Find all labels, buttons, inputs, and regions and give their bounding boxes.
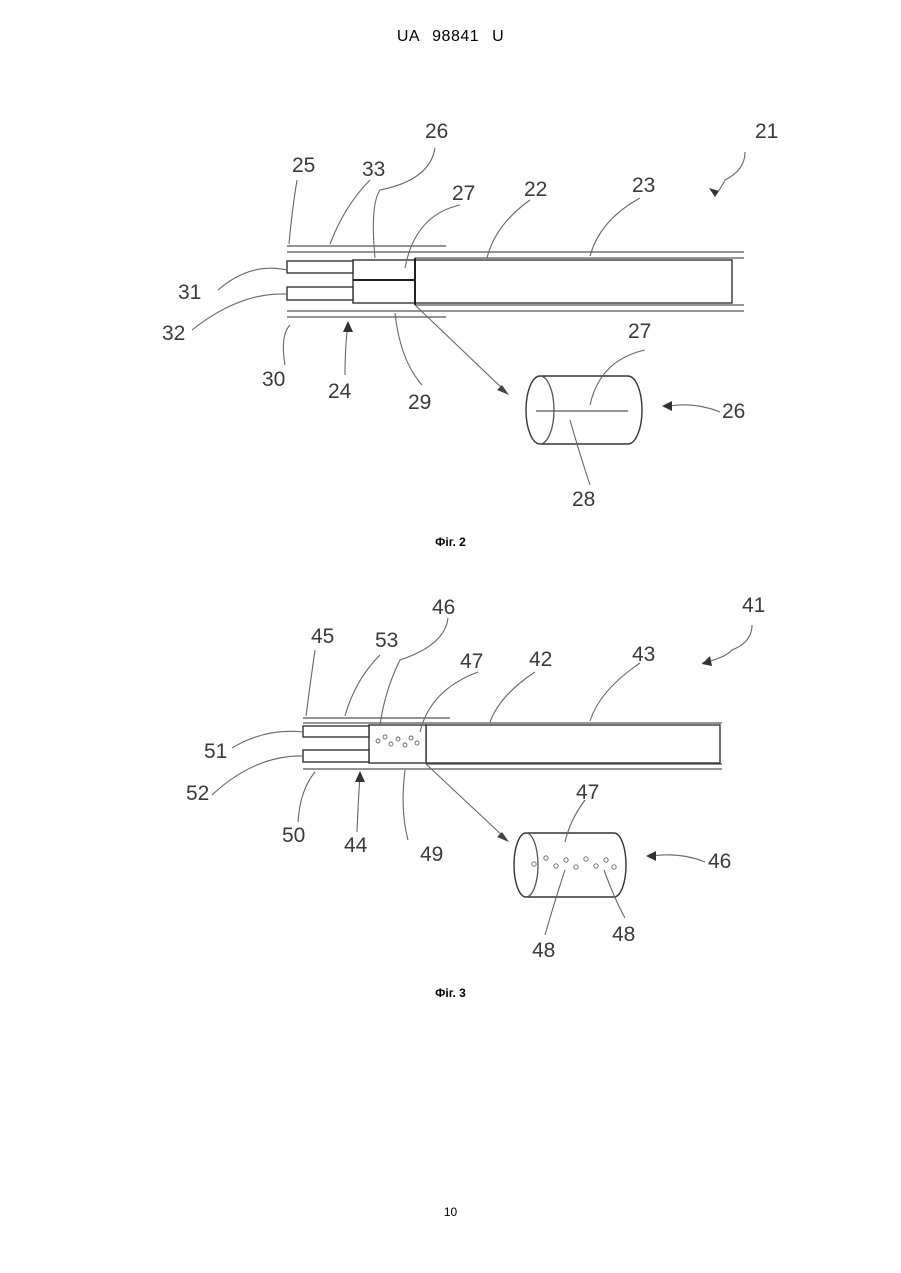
- label-30: 30: [262, 368, 285, 391]
- label-25: 25: [292, 154, 315, 177]
- detail-label-47: 47: [576, 781, 599, 804]
- label-21: 21: [755, 120, 778, 143]
- label-32: 32: [162, 322, 185, 345]
- label-27: 27: [452, 182, 475, 205]
- label-22: 22: [524, 178, 547, 201]
- figure-3-drawing: 41 46 45 53 47 42 43 51 52 50 44 49 47 4…: [0, 585, 901, 980]
- label-23: 23: [632, 174, 655, 197]
- tube-52: [303, 750, 369, 762]
- label-53: 53: [375, 629, 398, 652]
- filter-segment-46: [369, 725, 426, 763]
- tube-31: [287, 261, 353, 273]
- detail-label-27: 27: [628, 320, 651, 343]
- tobacco-rod: [415, 260, 732, 303]
- tube-51: [303, 726, 369, 737]
- label-26: 26: [425, 120, 448, 143]
- figure-2-drawing: 21 26 25 33 27 22 23 31 32 30 24 29 27 2…: [0, 100, 901, 520]
- detail-label-46: 46: [708, 850, 731, 873]
- capsule-detail-26: [526, 376, 642, 444]
- label-24: 24: [328, 380, 352, 403]
- label-45: 45: [311, 625, 334, 648]
- arrow-head-icon: [497, 385, 509, 395]
- label-46: 46: [432, 596, 455, 619]
- capsule-detail-46: [514, 833, 626, 897]
- label-48-left: 48: [532, 939, 555, 962]
- figure-3-caption: Фіг. 3: [0, 986, 901, 1000]
- label-42: 42: [529, 648, 552, 671]
- label-48-right: 48: [612, 923, 635, 946]
- tube-32: [287, 287, 353, 300]
- label-44: 44: [344, 834, 368, 857]
- label-52: 52: [186, 782, 209, 805]
- page-number: 10: [0, 1205, 901, 1219]
- label-33: 33: [362, 158, 385, 181]
- label-51: 51: [204, 740, 227, 763]
- label-31: 31: [178, 281, 201, 304]
- label-50: 50: [282, 824, 305, 847]
- patent-header: UA 98841 U: [0, 28, 901, 46]
- tobacco-rod: [426, 725, 720, 763]
- label-43: 43: [632, 643, 655, 666]
- label-29: 29: [408, 391, 431, 414]
- arrow-head-icon: [497, 832, 509, 842]
- label-49: 49: [420, 843, 443, 866]
- figure-2-caption: Фіг. 2: [0, 535, 901, 549]
- detail-label-26: 26: [722, 400, 745, 423]
- label-28: 28: [572, 488, 595, 511]
- label-47: 47: [460, 650, 483, 673]
- label-41: 41: [742, 594, 765, 617]
